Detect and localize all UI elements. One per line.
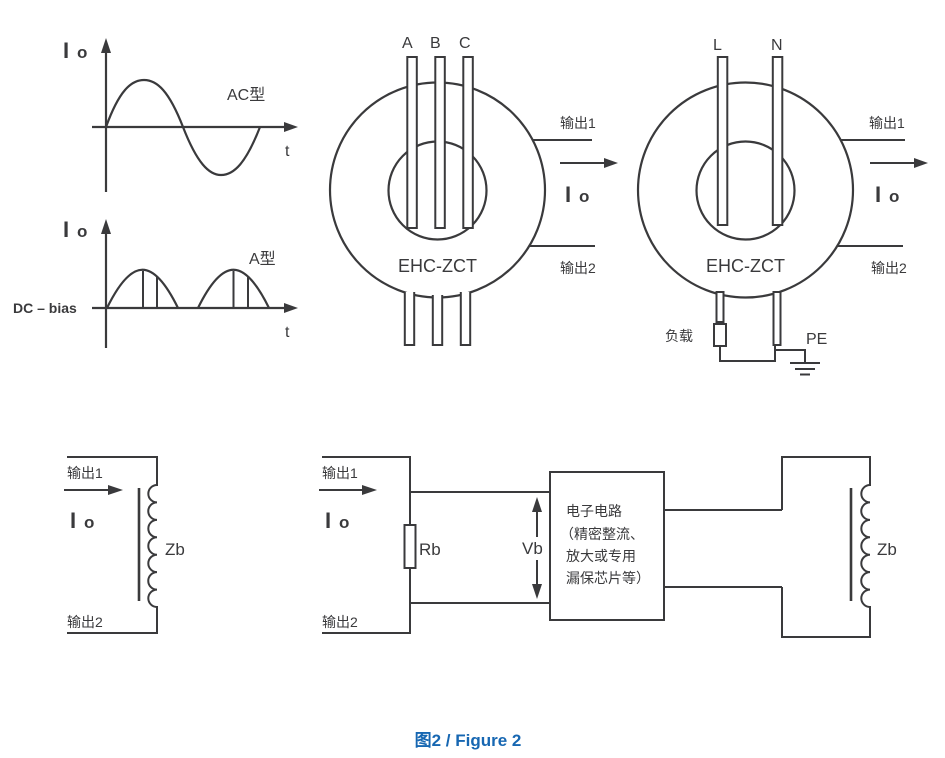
io-label-i: I	[565, 182, 571, 207]
io-label-o: o	[84, 513, 94, 532]
load-return-wire	[719, 345, 776, 362]
current-arrow-icon	[108, 485, 123, 495]
box-text-line2: （精密整流、	[560, 526, 644, 542]
ground-icon	[790, 362, 820, 376]
conductor-a	[406, 56, 418, 229]
io-label-i: I	[70, 508, 76, 533]
io-label-o: o	[77, 222, 87, 241]
line-l-label: L	[713, 37, 722, 54]
toroid-inner-ring	[695, 140, 796, 241]
dc-bias-label: DC – bias	[13, 300, 77, 316]
phase-a-label: A	[402, 35, 413, 52]
l-conductor-stub	[715, 291, 725, 323]
core-model-label: EHC-ZCT	[706, 256, 785, 276]
circuit-loop-with-coil	[67, 456, 158, 634]
io-label-i: I	[875, 182, 881, 207]
output2-label: 输出2	[560, 260, 596, 276]
ac-type-label: AC型	[227, 86, 265, 104]
output-loop-with-coil	[781, 456, 871, 638]
x-axis-arrow-icon	[284, 303, 298, 313]
conductor-b	[434, 56, 446, 229]
zb-label: Zb	[165, 540, 185, 559]
conductor-a-stub	[403, 292, 416, 346]
current-arrow-icon	[914, 158, 928, 168]
l-conductor	[716, 56, 729, 226]
input-bottom-wire	[322, 568, 411, 634]
load-resistor	[713, 323, 727, 347]
vb-label: Vb	[522, 539, 543, 558]
zb-load-circuit: 输出1 输出2 I o Zb	[64, 456, 185, 634]
phase-b-label: B	[430, 35, 441, 52]
three-phase-zct: A B C EHC-ZCT 输出1 输出2 I o	[328, 35, 618, 346]
current-arrow-icon	[362, 485, 377, 495]
ac-waveform: I o AC型 t	[63, 38, 298, 192]
rb-label: Rb	[419, 540, 441, 559]
single-phase-zct: L N EHC-ZCT 负载 PE 输出1 输出2 I o	[636, 37, 928, 376]
load-label: 负载	[665, 328, 693, 344]
y-axis-arrow-icon	[101, 219, 111, 234]
electronic-circuit-box	[549, 471, 665, 621]
current-arrow-icon	[604, 158, 618, 168]
box-text-line1: 电子电路	[566, 503, 622, 519]
output1-label: 输出1	[322, 465, 358, 481]
a-waveform: I o A型 t DC – bias	[13, 217, 298, 348]
output2-label: 输出2	[67, 614, 103, 630]
box-text-line3: 放大或专用	[566, 548, 636, 564]
input-top-wire	[322, 456, 411, 525]
output2-label: 输出2	[871, 260, 907, 276]
line-n-label: N	[771, 37, 783, 54]
sine-curve	[104, 78, 262, 177]
io-label-o: o	[579, 187, 589, 206]
hump-1	[106, 268, 179, 309]
io-label-o: o	[889, 187, 899, 206]
output2-label: 输出2	[322, 614, 358, 630]
output1-label: 输出1	[67, 465, 103, 481]
io-label-o: o	[339, 513, 349, 532]
pe-wire	[775, 349, 806, 362]
zb-label: Zb	[877, 540, 897, 559]
core-model-label: EHC-ZCT	[398, 256, 477, 276]
a-type-label: A型	[249, 250, 276, 268]
y-axis-arrow-icon	[101, 38, 111, 53]
n-conductor	[771, 56, 784, 226]
io-label-i: I	[63, 38, 69, 63]
vb-arrow-icon	[532, 497, 542, 599]
t-label: t	[285, 324, 290, 341]
figure-caption: 图2 / Figure 2	[415, 731, 522, 750]
conductor-c-stub	[459, 292, 472, 346]
output1-label: 输出1	[560, 115, 596, 131]
io-label-i: I	[63, 217, 69, 242]
phase-c-label: C	[459, 35, 471, 52]
x-axis-arrow-icon	[284, 122, 298, 132]
conductor-b-stub	[431, 295, 444, 346]
output1-label: 输出1	[869, 115, 905, 131]
rb-resistor	[403, 524, 417, 569]
hump-2	[197, 268, 270, 309]
io-label-o: o	[77, 43, 87, 62]
toroid-outer-ring	[636, 81, 855, 299]
rb-measure-circuit: 输出1 输出2 I o Rb Vb 电子电路 （精密整流、 放大或专用 漏保芯片…	[319, 456, 897, 638]
n-conductor-stub	[772, 291, 782, 346]
io-label-i: I	[325, 508, 331, 533]
conductor-c	[462, 56, 474, 229]
t-label: t	[285, 143, 290, 160]
pe-label: PE	[806, 331, 827, 348]
box-text-line4: 漏保芯片等）	[566, 570, 650, 586]
